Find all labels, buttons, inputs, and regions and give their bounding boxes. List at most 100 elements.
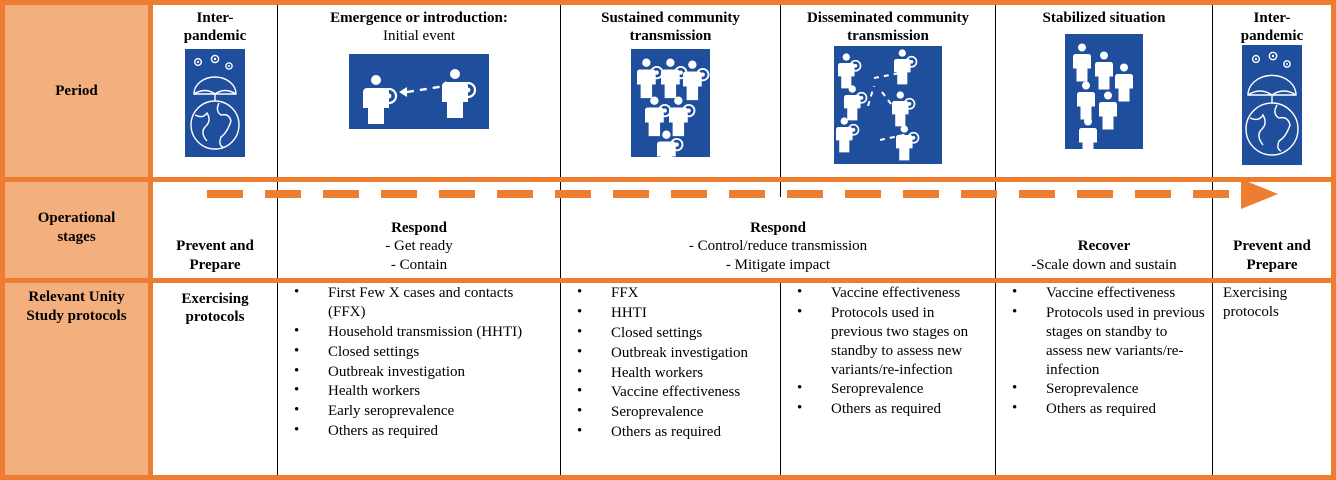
list-item: Vaccine effectiveness bbox=[797, 283, 989, 303]
stage-cell-5: Prevent and Prepare bbox=[1213, 177, 1331, 278]
period-cell-1: Inter- pandemic bbox=[153, 5, 277, 177]
label-column-edge bbox=[148, 278, 153, 475]
column-divider-3-stub bbox=[780, 177, 781, 197]
protocols-list-4: Vaccine effectiveness Protocols used in … bbox=[787, 283, 989, 419]
protocols-text-1-line2: protocols bbox=[185, 309, 245, 326]
column-divider-1 bbox=[277, 177, 278, 278]
column-divider-4 bbox=[995, 278, 996, 475]
column-divider-4 bbox=[995, 177, 996, 278]
networked-infected-people-icon bbox=[834, 46, 942, 165]
stage-cell-3: Respond - Control/reduce transmission - … bbox=[561, 177, 995, 278]
stage-item-2-2: - Contain bbox=[390, 256, 448, 273]
row-label-protocols: Relevant Unity Study protocols bbox=[5, 278, 148, 475]
row-label-stages-line2: stages bbox=[57, 228, 96, 245]
stage-item-3-1: - Control/reduce transmission bbox=[688, 238, 868, 255]
protocols-text-6-line2: protocols bbox=[1223, 303, 1279, 320]
protocols-cell-2: First Few X cases and contacts (FFX) Hou… bbox=[278, 278, 560, 475]
list-item: Household transmission (HHTI) bbox=[294, 322, 554, 342]
period-title-6-line2: pandemic bbox=[1240, 27, 1304, 44]
umbrella-globe-virus-icon bbox=[1242, 45, 1302, 166]
period-title-1: Inter- pandemic bbox=[153, 10, 277, 45]
stage-title-4: Recover bbox=[1077, 238, 1131, 255]
six-healthy-people-icon bbox=[1065, 33, 1143, 149]
stage-title-1-line1: Prevent and bbox=[176, 238, 254, 255]
period-cell-2: Emergence or introduction: Initial event bbox=[278, 5, 560, 177]
period-title-6: Inter- pandemic bbox=[1213, 10, 1331, 45]
stage-title-2: Respond bbox=[391, 220, 447, 237]
stage-title-1-line2: Prepare bbox=[189, 256, 241, 273]
six-infected-people-icon bbox=[631, 49, 710, 158]
row-label-operational-stages: Operational stages bbox=[5, 177, 148, 278]
period-title-1-line2: pandemic bbox=[183, 27, 247, 44]
relevant-unity-study-protocols-row: Relevant Unity Study protocols Exercisin… bbox=[5, 278, 1331, 475]
stage-cell-1: Prevent and Prepare bbox=[153, 177, 277, 278]
person-to-person-transmission-icon bbox=[349, 54, 489, 130]
stage-cell-4: Recover -Scale down and sustain bbox=[996, 177, 1212, 278]
list-item: Seroprevalence bbox=[1012, 379, 1206, 399]
period-title-3: Sustained community transmission bbox=[561, 10, 780, 45]
protocols-cell-4: Vaccine effectiveness Protocols used in … bbox=[781, 278, 995, 475]
column-divider-5 bbox=[1212, 278, 1213, 475]
operational-stages-row: Operational stages bbox=[5, 177, 1331, 278]
column-divider-2 bbox=[560, 177, 561, 278]
period-title-5-line1: Stabilized situation bbox=[1042, 10, 1166, 26]
period-title-5: Stabilized situation bbox=[996, 10, 1212, 28]
column-divider-1 bbox=[277, 5, 278, 177]
list-item: Vaccine effectiveness bbox=[577, 382, 774, 402]
period-cell-3: Sustained community transmission bbox=[561, 5, 780, 177]
protocols-cell-1: Exercising protocols bbox=[153, 278, 277, 475]
period-title-3-line2: transmission bbox=[629, 27, 712, 44]
row-label-protocols-line2: Study protocols bbox=[26, 307, 127, 324]
list-item: Seroprevalence bbox=[797, 379, 989, 399]
stage-title-5-line1: Prevent and bbox=[1233, 238, 1311, 255]
stage-item-4-1: -Scale down and sustain bbox=[1031, 256, 1177, 273]
list-item: Outbreak investigation bbox=[577, 343, 774, 363]
protocols-cell-6: Exercising protocols bbox=[1213, 278, 1331, 475]
row-label-period-text: Period bbox=[55, 82, 98, 99]
list-item: Closed settings bbox=[294, 342, 554, 362]
period-title-2-line1: Emergence or introduction: bbox=[330, 10, 508, 26]
period-title-2: Emergence or introduction: Initial event bbox=[278, 10, 560, 45]
protocols-cell-3: FFX HHTI Closed settings Outbreak invest… bbox=[561, 278, 780, 475]
list-item: First Few X cases and contacts (FFX) bbox=[294, 283, 554, 322]
column-divider-4 bbox=[995, 5, 996, 177]
list-item: Early seroprevalence bbox=[294, 401, 554, 421]
list-item: Protocols used in previous two stages on… bbox=[797, 303, 989, 380]
list-item: Others as required bbox=[577, 422, 774, 442]
period-title-1-line1: Inter- bbox=[196, 10, 234, 26]
period-row: Period Inter- pandemic bbox=[5, 5, 1331, 177]
period-cell-5: Stabilized situation bbox=[996, 5, 1212, 177]
period-title-3-line1: Sustained community bbox=[601, 10, 740, 26]
protocols-text-6-line1: Exercising bbox=[1223, 285, 1288, 301]
protocols-text-1-line1: Exercising bbox=[181, 291, 249, 307]
list-item: Others as required bbox=[797, 399, 989, 419]
list-item: Outbreak investigation bbox=[294, 362, 554, 382]
list-item: Others as required bbox=[1012, 399, 1206, 419]
umbrella-globe-virus-icon bbox=[185, 49, 245, 158]
pandemic-progress-arrow bbox=[153, 179, 1331, 209]
stage-item-3-2: - Mitigate impact bbox=[725, 256, 831, 273]
list-item: Vaccine effectiveness bbox=[1012, 283, 1206, 303]
protocols-list-5: Vaccine effectiveness Protocols used in … bbox=[1002, 283, 1206, 419]
list-item: Health workers bbox=[577, 363, 774, 383]
period-cell-4: Disseminated community transmission bbox=[781, 5, 995, 177]
arrow-head-icon bbox=[1241, 179, 1278, 209]
list-item: Health workers bbox=[294, 381, 554, 401]
period-title-4-line2: transmission bbox=[847, 27, 929, 44]
protocols-list-3: FFX HHTI Closed settings Outbreak invest… bbox=[567, 283, 774, 442]
period-title-4: Disseminated community transmission bbox=[781, 10, 995, 45]
period-subtitle-2: Initial event bbox=[382, 27, 456, 44]
row-separator-1 bbox=[5, 177, 1331, 182]
column-divider-2 bbox=[560, 278, 561, 475]
row-separator-2 bbox=[5, 278, 1331, 283]
list-item: Others as required bbox=[294, 421, 554, 441]
list-item: Closed settings bbox=[577, 323, 774, 343]
column-divider-3 bbox=[780, 278, 781, 475]
row-label-stages-line1: Operational bbox=[37, 209, 116, 226]
stage-cell-2: Respond - Get ready - Contain bbox=[278, 177, 560, 278]
list-item: HHTI bbox=[577, 303, 774, 323]
column-divider-1 bbox=[277, 278, 278, 475]
label-column-edge bbox=[148, 5, 153, 177]
stage-title-3: Respond bbox=[750, 220, 806, 237]
